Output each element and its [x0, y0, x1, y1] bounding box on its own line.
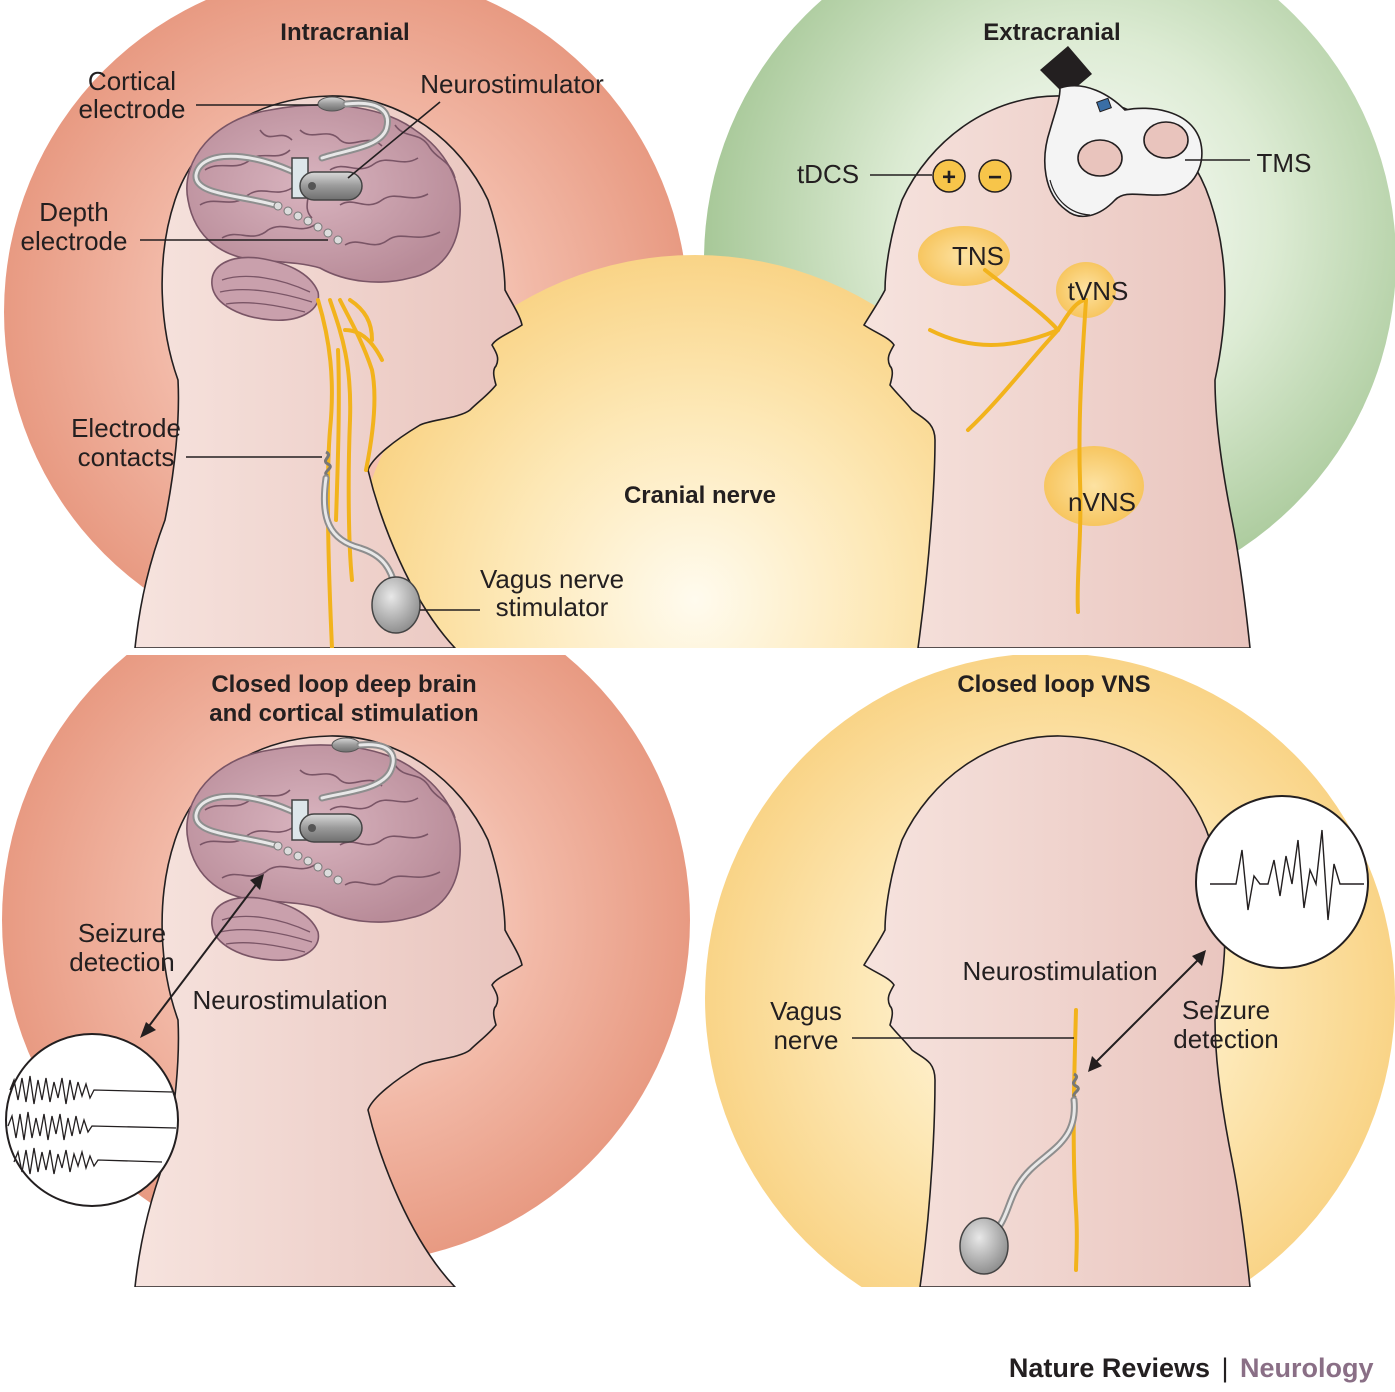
title-closed-loop-dbs-2: and cortical stimulation: [209, 700, 478, 727]
depth-electrode: [273, 201, 343, 245]
head-silhouette-closed-loop-vns: [862, 735, 1251, 1287]
depth-electrode-closed-loop: [273, 841, 343, 885]
vagus-nerve-stimulator-device: [371, 576, 421, 634]
label-vagus-nerve-stimulator-1: Vagus nerve: [480, 564, 624, 594]
cranial-nerve-zone: [350, 255, 1040, 648]
vns-stimulator-device: [959, 1217, 1009, 1275]
label-neurostimulation-vns: Neurostimulation: [962, 956, 1157, 986]
cerebellum-closed-loop: [211, 896, 320, 961]
cortical-electrode-closed-loop: [331, 737, 361, 753]
eeg-recording-inset-vns: [1195, 795, 1369, 969]
label-seizure-detection-2: detection: [69, 947, 175, 977]
neurostimulator-device: [291, 157, 363, 201]
eeg-recording-inset: [5, 1033, 179, 1207]
label-vagus-nerve-stimulator-2: stimulator: [496, 592, 609, 622]
label-cortical-electrode-2: electrode: [79, 94, 186, 124]
label-cortical-electrode-1: Cortical: [88, 66, 176, 96]
label-tns: TNS: [952, 241, 1004, 271]
cortical-electrode: [317, 96, 347, 112]
footer-separator: |: [1221, 1353, 1228, 1383]
footer-journal: Nature Reviews: [1009, 1353, 1210, 1383]
nvns-site: [1044, 446, 1144, 526]
cerebellum: [211, 256, 320, 321]
vagus-nerve-bundle: [316, 298, 384, 648]
title-closed-loop-dbs-1: Closed loop deep brain: [211, 671, 476, 698]
label-tdcs: tDCS: [797, 159, 859, 189]
tdcs-plus: +: [942, 164, 956, 191]
tdcs-minus: −: [988, 164, 1002, 191]
label-vagus-nerve-2: nerve: [773, 1025, 838, 1055]
title-closed-loop-vns: Closed loop VNS: [957, 671, 1150, 698]
label-tms: TMS: [1257, 148, 1312, 178]
vagus-nerve-vns: [1071, 1008, 1079, 1272]
title-intracranial: Intracranial: [280, 19, 409, 46]
label-neurostimulator: Neurostimulator: [420, 69, 604, 99]
label-depth-electrode-2: electrode: [21, 226, 128, 256]
footer-section: Neurology: [1240, 1353, 1374, 1383]
title-extracranial: Extracranial: [983, 19, 1120, 46]
tdcs-electrodes: + −: [932, 159, 1012, 193]
cranial-nerve-branches: [928, 268, 1088, 614]
seizure-detection-arrow: [140, 874, 264, 1038]
label-seizure-detection-vns-1: Seizure: [1182, 995, 1270, 1025]
label-vagus-nerve-1: Vagus: [770, 996, 842, 1026]
label-depth-electrode-1: Depth: [39, 197, 108, 227]
tms-coil: [1040, 46, 1203, 218]
label-neurostimulation-dbs: Neurostimulation: [192, 985, 387, 1015]
neurostimulator-device-closed-loop: [291, 799, 363, 843]
label-tvns: tVNS: [1068, 276, 1129, 306]
label-seizure-detection-vns-2: detection: [1173, 1024, 1279, 1054]
label-electrode-contacts-2: contacts: [78, 442, 175, 472]
journal-footer: Nature Reviews | Neurology: [1009, 1353, 1374, 1383]
label-nvns: nVNS: [1068, 487, 1136, 517]
label-electrode-contacts-1: Electrode: [71, 413, 181, 443]
tvns-site: [1056, 262, 1116, 318]
seizure-detection-arrow-vns: [1088, 950, 1206, 1072]
title-cranial-nerve: Cranial nerve: [624, 482, 776, 509]
label-seizure-detection-1: Seizure: [78, 918, 166, 948]
